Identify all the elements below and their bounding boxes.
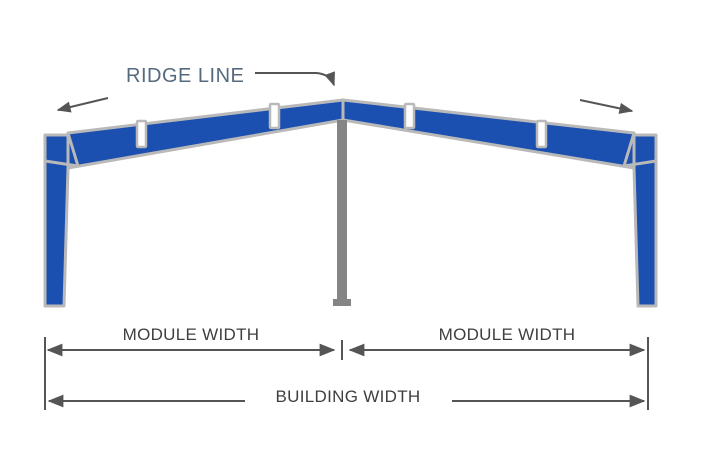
- knee-joint-right: [622, 132, 657, 168]
- building-width-label: BUILDING WIDTH: [276, 387, 421, 406]
- ridge-line-label: RIDGE LINE: [126, 65, 244, 87]
- dimension-ticks: [44, 337, 649, 410]
- left-column: [43, 133, 70, 308]
- right-rafter: [341, 98, 636, 170]
- module-width-left-label: MODULE WIDTH: [123, 325, 260, 344]
- splice-plates: [135, 102, 548, 149]
- interior-column: [333, 120, 351, 306]
- arrow-right-icon: [579, 99, 634, 114]
- module-width-right-label: MODULE WIDTH: [439, 325, 576, 344]
- knee-joint-left: [44, 132, 80, 168]
- splice-plate: [535, 119, 548, 149]
- splice-plate: [135, 119, 148, 149]
- arrow-left-icon: [56, 97, 109, 113]
- splice-plate: [403, 102, 416, 130]
- curved-arrow-icon: [255, 71, 335, 87]
- splice-plate: [268, 102, 281, 130]
- left-rafter: [66, 98, 345, 170]
